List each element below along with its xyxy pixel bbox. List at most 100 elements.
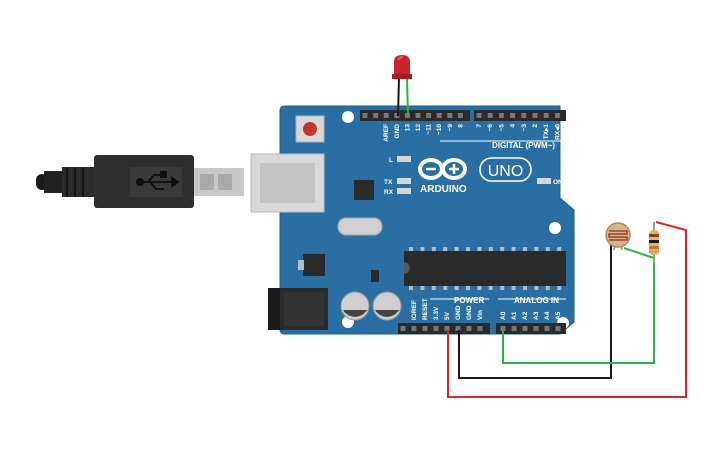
header-pin[interactable]	[426, 113, 432, 118]
header-pin[interactable]	[433, 326, 439, 331]
header-pin[interactable]	[555, 326, 561, 331]
header-pin[interactable]	[444, 326, 450, 331]
header-pin[interactable]	[411, 326, 417, 331]
arduino-logo-icon	[418, 158, 467, 180]
digital-header-left[interactable]	[360, 110, 470, 121]
led-l-label: L	[389, 157, 393, 164]
resistor[interactable]	[649, 222, 659, 262]
power-label: POWER	[454, 296, 484, 305]
usb-cable[interactable]	[36, 155, 244, 208]
chip-pins-bottom	[409, 286, 562, 290]
digital-pin-label: 12	[415, 124, 422, 132]
power-pin-label: RESET	[422, 298, 429, 320]
digital-pin-label: 2	[532, 124, 539, 128]
digital-pin-label: GND	[394, 124, 401, 139]
header-pin[interactable]	[415, 113, 421, 118]
digital-pin-label: 7	[476, 124, 483, 128]
red-led[interactable]	[392, 55, 412, 79]
model-badge	[479, 157, 532, 182]
led-tx-label: TX	[384, 179, 393, 186]
header-pin[interactable]	[510, 113, 516, 118]
analog-pin-label: A4	[544, 311, 551, 320]
header-pin[interactable]	[487, 113, 493, 118]
header-pin[interactable]	[498, 113, 504, 118]
wire-led-13-green[interactable]	[406, 77, 409, 117]
analog-pin-label: A2	[522, 311, 529, 320]
led-rx-label: RX	[384, 189, 394, 196]
analog-header[interactable]	[496, 323, 566, 334]
header-pin[interactable]	[447, 113, 453, 118]
digital-pin-label: 8	[457, 124, 464, 128]
capacitor	[340, 291, 370, 321]
header-pin[interactable]	[394, 113, 400, 118]
power-pin-label: 3.3V	[433, 306, 440, 320]
digital-pin-label: 4	[510, 124, 517, 128]
analog-label: ANALOG IN	[514, 296, 559, 305]
digital-pin-label: ~9	[447, 124, 454, 132]
power-jack	[268, 288, 328, 330]
header-pin[interactable]	[532, 113, 538, 118]
usb-controller-chip	[354, 180, 374, 200]
crystal-oscillator	[337, 217, 383, 236]
wire-5v-red[interactable]	[447, 221, 687, 398]
brand-text: ARDUINO	[420, 184, 467, 195]
header-pin[interactable]	[477, 326, 483, 331]
photoresistor[interactable]	[605, 222, 631, 251]
power-header[interactable]	[398, 323, 490, 334]
power-pin-label: GND	[466, 305, 473, 320]
led-rx	[397, 188, 411, 194]
mounting-hole	[549, 222, 561, 234]
led-l	[397, 156, 411, 162]
model-text: UNO	[488, 163, 524, 180]
header-pin[interactable]	[383, 113, 389, 118]
led-tx	[397, 178, 411, 184]
header-pin[interactable]	[554, 113, 560, 118]
voltage-regulator	[303, 254, 325, 276]
header-pin[interactable]	[373, 113, 379, 118]
header-pin[interactable]	[400, 326, 406, 331]
digital-header-label: DIGITAL (PWM~)	[492, 141, 555, 150]
wire-a0-green[interactable]	[502, 247, 655, 364]
power-pin-label: GND	[455, 305, 462, 320]
analog-pin-label: A1	[511, 311, 518, 320]
header-pin[interactable]	[362, 113, 368, 118]
digital-pin-label: RX◂0	[554, 124, 561, 140]
digital-pin-label: ~5	[498, 124, 505, 132]
wire-led-gnd-black[interactable]	[397, 77, 400, 117]
usb-strain-relief	[44, 171, 64, 193]
header-pin[interactable]	[457, 113, 463, 118]
digital-pin-label: ~3	[521, 124, 528, 132]
led-on	[537, 178, 551, 184]
header-pin[interactable]	[522, 326, 528, 331]
header-pin[interactable]	[500, 326, 506, 331]
header-pin[interactable]	[533, 326, 539, 331]
header-pin[interactable]	[521, 113, 527, 118]
atmega-chip	[404, 251, 566, 286]
chip-pins-top	[409, 247, 562, 251]
led-on-label: ON	[553, 179, 563, 186]
mounting-hole	[342, 111, 354, 123]
digital-header-right[interactable]	[474, 110, 566, 121]
analog-pin-label: A3	[533, 311, 540, 320]
reset-button[interactable]	[295, 115, 325, 143]
digital-pin-label: 13	[404, 124, 411, 132]
header-pin[interactable]	[455, 326, 461, 331]
analog-pin-label: A0	[500, 311, 507, 320]
header-pin[interactable]	[436, 113, 442, 118]
digital-pin-label: ~11	[426, 124, 433, 135]
analog-pin-label: A5	[555, 311, 562, 320]
digital-pin-label: AREF	[383, 124, 390, 142]
header-pin[interactable]	[544, 326, 550, 331]
header-pin[interactable]	[476, 113, 482, 118]
header-pin[interactable]	[466, 326, 472, 331]
capacitor	[372, 291, 402, 321]
digital-pin-label: TX▸1	[543, 124, 550, 140]
power-pin-label: IOREF	[411, 300, 418, 320]
power-pin-label: 5V	[444, 311, 451, 320]
power-pin-label: Vin	[477, 310, 484, 320]
header-pin[interactable]	[543, 113, 549, 118]
header-pin[interactable]	[511, 326, 517, 331]
header-pin[interactable]	[422, 326, 428, 331]
